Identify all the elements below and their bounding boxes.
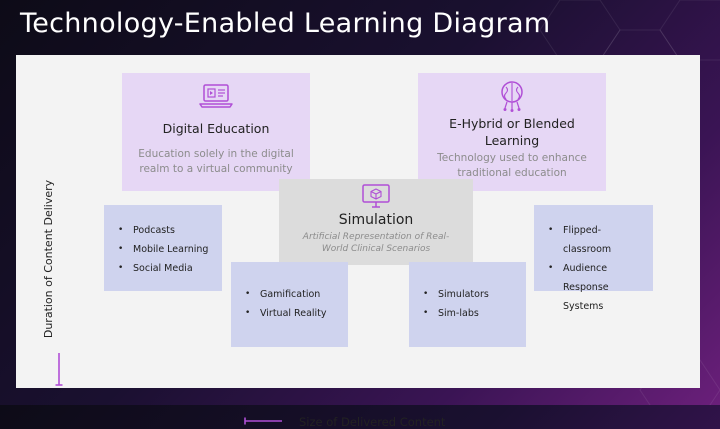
e-hybrid-title: E-Hybrid or Blended Learning <box>449 116 575 148</box>
page-title: Technology-Enabled Learning Diagram <box>20 8 551 39</box>
immersive-list-box: Gamification Virtual Reality <box>231 262 348 347</box>
hybrid-tools-list-box: Flipped-classroom Audience Response Syst… <box>534 205 653 312</box>
e-hybrid-description: Technology used to enhance traditional e… <box>437 152 587 179</box>
brain-circuit-icon <box>501 81 523 112</box>
digital-tools-list: Podcasts Mobile Learning Social Media <box>116 221 216 278</box>
list-item: Sim-labs <box>421 304 520 323</box>
hybrid-tools-list: Flipped-classroom Audience Response Syst… <box>546 221 647 316</box>
digital-education-box: Digital Education Education solely in th… <box>122 73 310 191</box>
digital-education-title: Digital Education <box>162 121 270 136</box>
list-item: Social Media <box>116 259 216 278</box>
simulators-list-box: Simulators Sim-labs <box>409 262 526 347</box>
arrow-down-icon <box>55 353 63 386</box>
simulation-description: Artificial Representation of Real-World … <box>302 232 450 254</box>
simulation-box: Simulation Artificial Representation of … <box>279 179 473 265</box>
list-item: Mobile Learning <box>116 240 216 259</box>
immersive-list: Gamification Virtual Reality <box>243 285 342 323</box>
simulation-title: Simulation <box>338 212 414 228</box>
horizontal-axis-label: Size of Delivered Content <box>299 415 446 429</box>
simulators-list: Simulators Sim-labs <box>421 285 520 323</box>
monitor-cube-icon <box>362 184 390 208</box>
list-item: Gamification <box>243 285 342 304</box>
digital-education-description: Education solely in the digital realm to… <box>138 148 294 175</box>
e-hybrid-box: E-Hybrid or Blended Learning Technology … <box>418 73 606 191</box>
list-item: Audience Response Systems <box>546 259 647 316</box>
vertical-axis-label: Duration of Content Delivery <box>42 179 55 339</box>
digital-tools-list-box: Podcasts Mobile Learning Social Media <box>104 205 222 291</box>
list-item: Podcasts <box>116 221 216 240</box>
laptop-video-icon <box>199 84 233 108</box>
list-item: Virtual Reality <box>243 304 342 323</box>
diagram-panel: Digital Education Education solely in th… <box>16 55 700 429</box>
list-item: Simulators <box>421 285 520 304</box>
list-item: Flipped-classroom <box>546 221 647 259</box>
arrow-left-icon <box>244 417 282 425</box>
